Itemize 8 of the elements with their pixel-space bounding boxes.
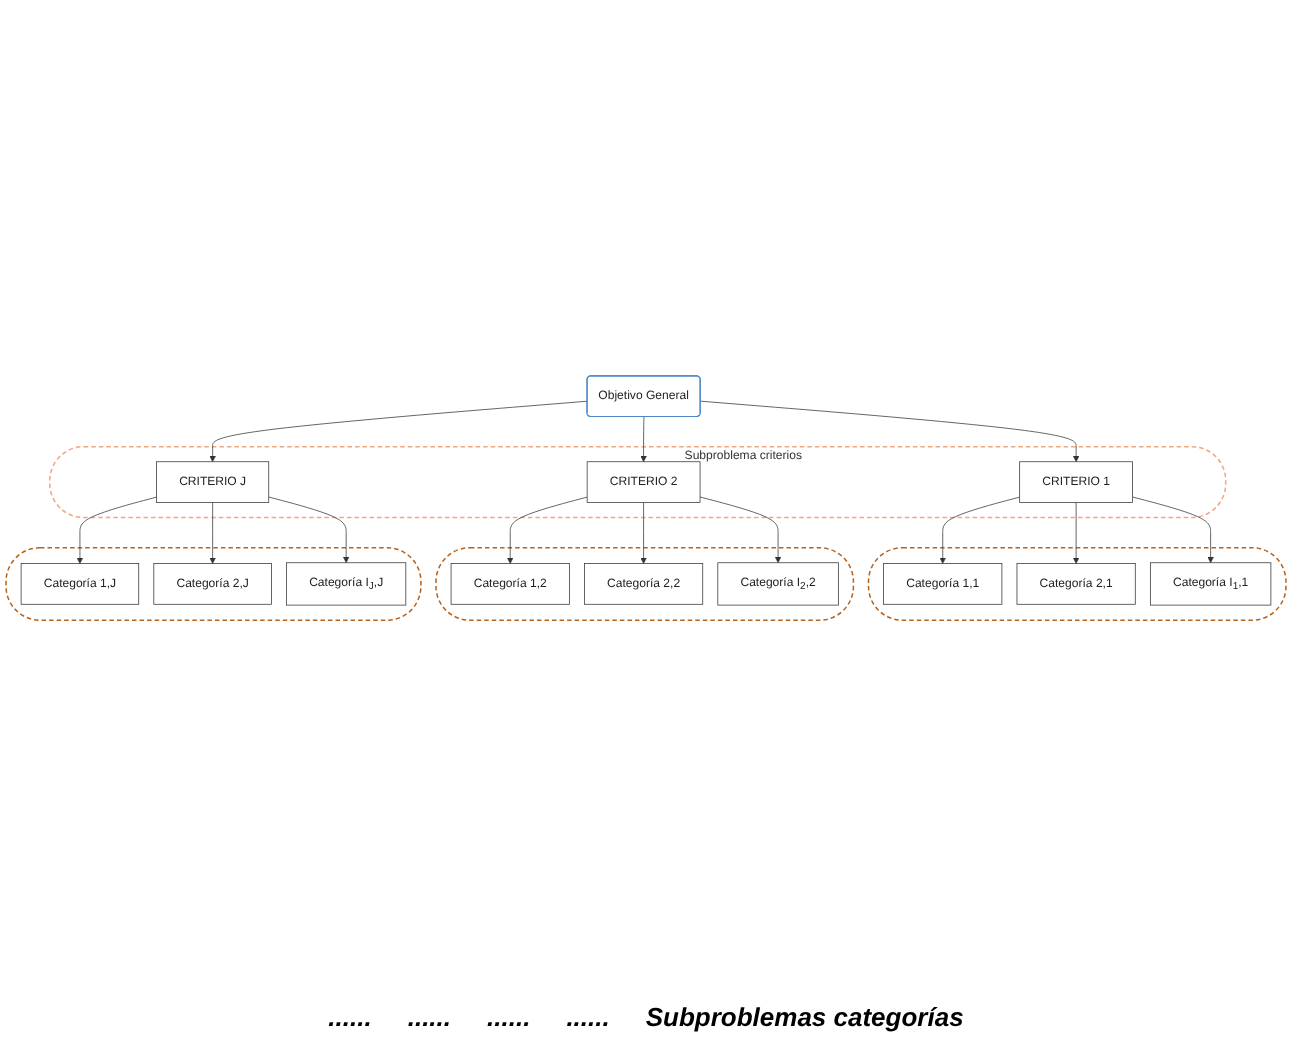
cluster [435,546,855,621]
cluster [5,546,422,621]
note-text: ...... [487,1002,531,1032]
note-text: ...... [407,1002,452,1032]
note-text: ...... [566,1002,610,1032]
cluster [867,546,1287,621]
note-text: Subproblemas categorías [645,1002,964,1032]
note-text: ...... [328,1002,372,1032]
